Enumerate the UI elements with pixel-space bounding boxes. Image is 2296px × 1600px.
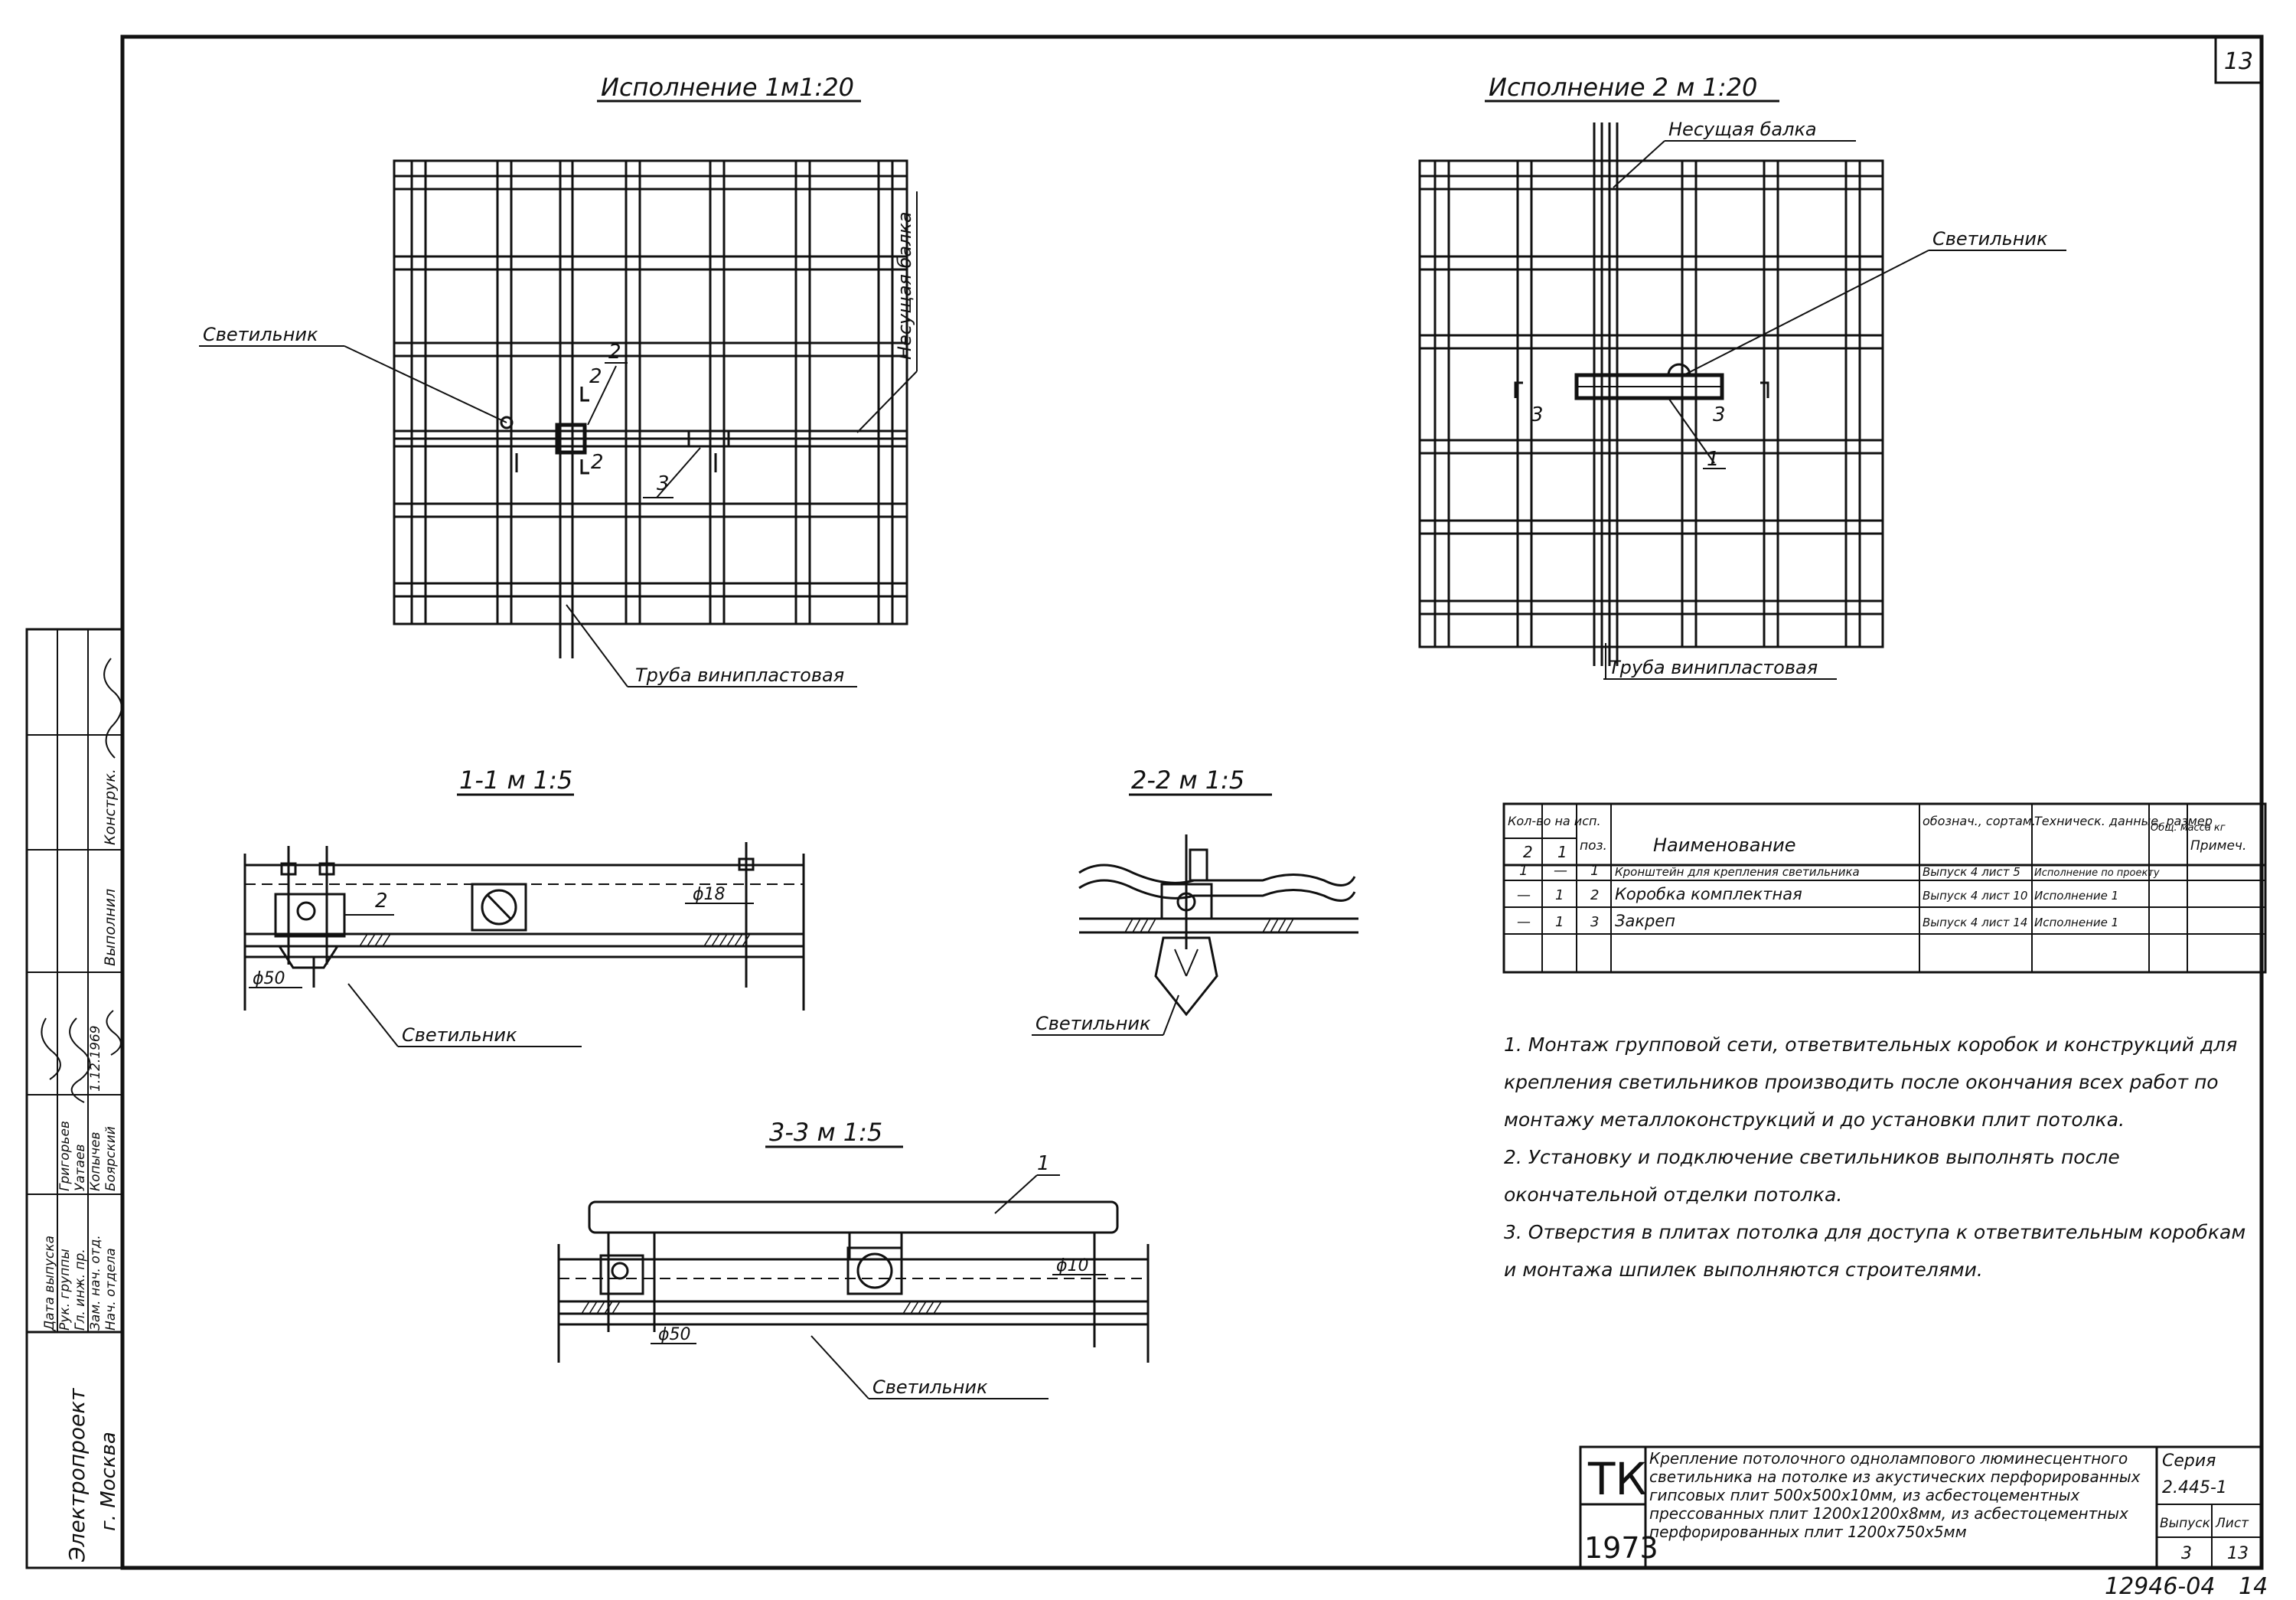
s11-callout-2: 2 [375, 890, 388, 913]
spec-row-1-q1: — [1554, 863, 1567, 879]
stamp-role-2: Зам. нач. отд. [88, 1235, 103, 1331]
s22-label-svetilnik: Светильник [1035, 1013, 1151, 1034]
stamp-name-1: Боярский [103, 1126, 119, 1191]
signature [106, 1010, 122, 1056]
signature [69, 1017, 91, 1103]
spec-row-3-designation: Выпуск 4 лист 14 [1923, 916, 2027, 929]
stamp-role-1: Нач. отдела [103, 1248, 119, 1331]
view-execution-1: Исполнение 1м1:20 [199, 73, 918, 687]
s11-dim-50: ϕ50 [253, 969, 285, 988]
sheet-value: 13 [2227, 1544, 2249, 1563]
s33-label-svetilnik: Светильник [872, 1376, 988, 1398]
spec-row-2-designation: Выпуск 4 лист 10 [1923, 889, 2027, 903]
spec-table: Кол-во на исп. 2 1 поз. Наименование обо… [1502, 802, 2267, 974]
v2-section-3b: 3 [1713, 403, 1726, 426]
note-3: 3. Отверстия в плитах потолка для доступ… [1504, 1221, 2246, 1281]
spec-row-1-pos: 1 [1590, 863, 1599, 879]
spec-row-3-q2: — [1517, 914, 1531, 930]
v2-label-svetilnik: Светильник [1932, 228, 2048, 250]
stamp-role-3: Гл. инж. пр. [73, 1249, 88, 1331]
signature [41, 1017, 61, 1080]
s33-callout-1: 1 [1037, 1152, 1050, 1175]
signature [103, 658, 122, 759]
spec-head-qty-2: 2 [1523, 843, 1533, 861]
side-stamp: Нач. отдела Зам. нач. отд. Гл. инж. пр. … [25, 628, 124, 1569]
spec-head-qty: Кол-во на исп. [1508, 814, 1601, 828]
spec-row-3-pos: 3 [1590, 914, 1599, 930]
series-label: Серия [2162, 1451, 2216, 1471]
stamp-date: 1.12.1969 [88, 1025, 103, 1092]
bottom-page: 14 [2239, 1573, 2268, 1600]
spec-head-qty-1: 1 [1557, 843, 1567, 861]
spec-row-1-q2: 1 [1519, 863, 1528, 879]
stamp-name-4: Григорьев [57, 1121, 73, 1191]
spec-row-2-pos: 2 [1590, 887, 1599, 903]
section-2-2: 2-2 м 1:5 Светильник [1032, 766, 1358, 1036]
stamp-city: г. Москва [97, 1432, 120, 1531]
org-mark: ТК [1587, 1453, 1647, 1505]
spec-head-designation: обознач., сортам. [1923, 814, 2036, 828]
notes: 1. Монтаж групповой сети, ответвительных… [1504, 1033, 2246, 1281]
spec-row-3-name: Закреп [1615, 912, 1675, 930]
stamp-name-3: Уатаев [73, 1144, 88, 1191]
spec-head-mass: Общ. масса кг [2151, 822, 2226, 834]
section-3-3-title: 3-3 м 1:5 [769, 1118, 882, 1147]
section-1-1: 1-1 м 1:5 2 ϕ18 [243, 766, 805, 1047]
spec-row-2-q1: 1 [1555, 887, 1564, 903]
v1-label-balka: Несущая балка [894, 211, 915, 360]
section-2-2-title: 2-2 м 1:5 [1131, 766, 1244, 795]
stamp-col-head-2: Конструк. [102, 769, 119, 845]
sheet-corner-number: 13 [2224, 48, 2253, 75]
title-description: Крепление потолочного однолампового люми… [1649, 1449, 2141, 1541]
spec-row-1-tech: Исполнение по проекту [2034, 867, 2160, 879]
sheet-frame: 13 [120, 34, 2264, 1570]
spec-row-2-name: Коробка комплектная [1615, 885, 1802, 903]
spec-head-note: Примеч. [2190, 838, 2246, 854]
org-year: 1973 [1584, 1531, 1658, 1565]
s33-dim-10: ϕ10 [1056, 1256, 1089, 1275]
spec-head-name: Наименование [1653, 834, 1796, 856]
spec-row-1-designation: Выпуск 4 лист 5 [1923, 865, 2020, 879]
v1-section-2a: 2 [589, 365, 602, 388]
note-2: 2. Установку и подключение светильников … [1504, 1146, 2120, 1206]
v1-section-2b: 2 [591, 451, 604, 474]
v2-callout-1: 1 [1707, 448, 1720, 471]
spec-row-3-tech: Исполнение 1 [2034, 916, 2118, 929]
spec-head-pos: поз. [1580, 838, 1607, 854]
stamp-role-5: Дата выпуска [42, 1236, 57, 1331]
issue-value: 3 [2181, 1544, 2192, 1563]
bottom-code: 12946-04 [2105, 1573, 2215, 1600]
stamp-org: Электропроект [64, 1388, 90, 1562]
spec-row-2-tech: Исполнение 1 [2034, 889, 2118, 903]
s33-dim-50: ϕ50 [658, 1325, 691, 1344]
s11-dim-18: ϕ18 [693, 885, 726, 904]
series-value: 2.445-1 [2162, 1478, 2227, 1497]
spec-head-tech: Техническ. данные, размер [2034, 814, 2213, 828]
section-1-1-title: 1-1 м 1:5 [459, 766, 572, 795]
view-2-title: Исполнение 2 м 1:20 [1489, 73, 1757, 102]
note-1: 1. Монтаж групповой сети, ответвительных… [1504, 1033, 2238, 1131]
stamp-col-head-1: Выполнил [102, 889, 119, 966]
v1-label-svetilnik: Светильник [203, 324, 318, 345]
stamp-name-2: Копычев [88, 1131, 103, 1191]
view-1-title: Исполнение 1м1:20 [601, 73, 854, 102]
stamp-role-4: Рук. группы [57, 1249, 73, 1331]
section-3-3: 3-3 м 1:5 1 ϕ10 ϕ50 [557, 1118, 1150, 1399]
s11-label-svetilnik: Светильник [402, 1024, 517, 1046]
spec-row-3-q1: 1 [1555, 914, 1564, 930]
title-block: ТК 1973 Крепление потолочного однолампов… [1579, 1445, 2263, 1569]
v2-section-3a: 3 [1531, 403, 1544, 426]
spec-row-2-q2: — [1517, 887, 1531, 903]
v2-label-balka: Несущая балка [1668, 119, 1817, 140]
v1-label-truba: Труба винипластовая [635, 664, 844, 686]
sheet-label: Лист [2215, 1516, 2249, 1531]
spec-row-1-name: Кронштейн для крепления светильника [1615, 865, 1860, 879]
v2-label-truba: Труба винипластовая [1609, 657, 1818, 678]
issue-label: Выпуск [2160, 1516, 2211, 1531]
view-execution-2: Исполнение 2 м 1:20 3 [1418, 73, 2066, 680]
v1-callout-3: 3 [657, 472, 670, 495]
v1-callout-2: 2 [608, 341, 621, 364]
